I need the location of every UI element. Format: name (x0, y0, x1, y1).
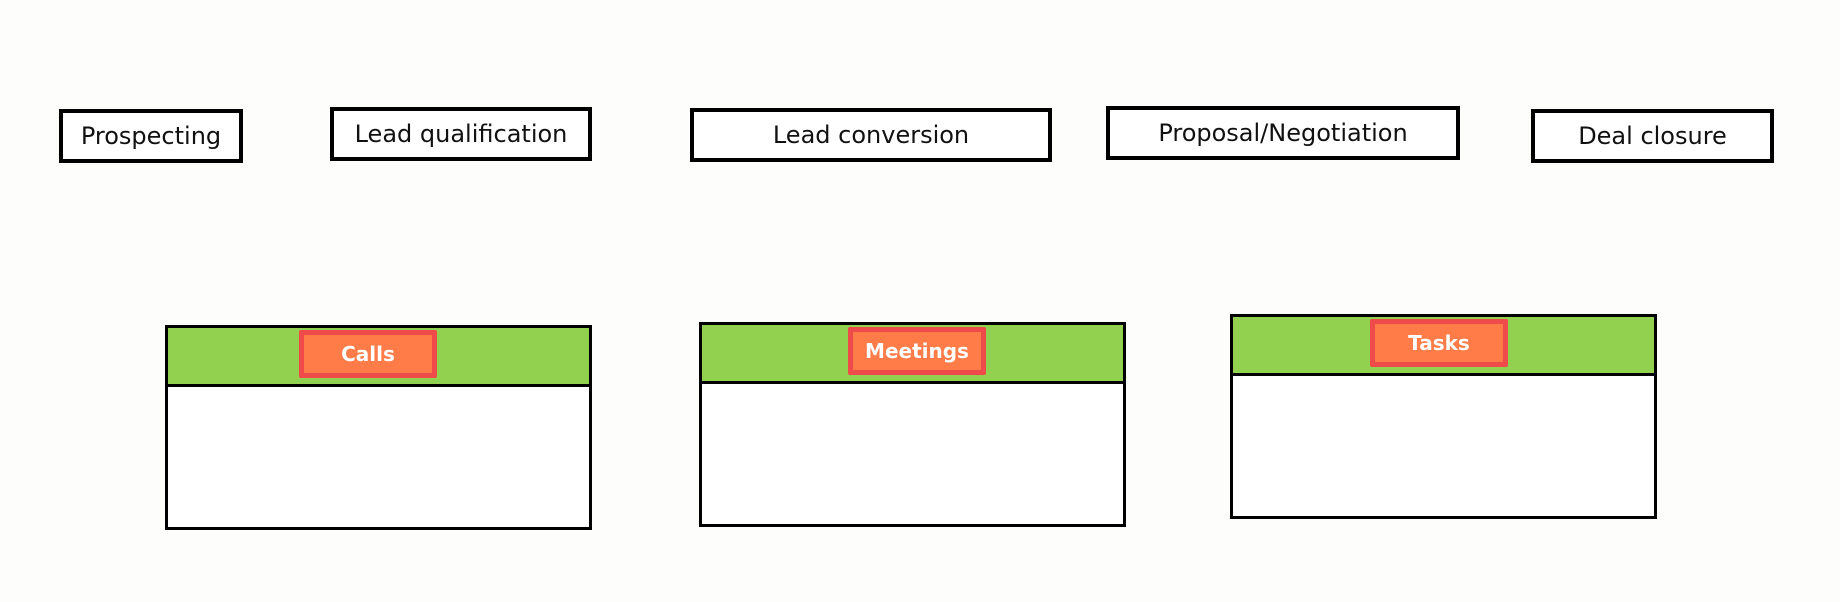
card-calls: Calls (165, 325, 592, 530)
stage-label: Deal closure (1578, 122, 1727, 150)
tag-label: Calls (341, 342, 395, 366)
stage-proposal-negotiation: Proposal/Negotiation (1106, 106, 1460, 160)
stage-lead-conversion: Lead conversion (690, 108, 1052, 162)
card-meetings: Meetings (699, 322, 1126, 527)
stage-prospecting: Prospecting (59, 109, 243, 163)
stage-label: Lead qualification (354, 120, 568, 148)
tag-meetings: Meetings (848, 327, 986, 375)
stage-lead-qualification: Lead qualification (330, 107, 592, 161)
tag-label: Tasks (1408, 331, 1470, 355)
stage-label: Lead conversion (772, 121, 970, 149)
tag-label: Meetings (865, 339, 969, 363)
stage-deal-closure: Deal closure (1531, 109, 1774, 163)
tag-calls: Calls (299, 330, 437, 378)
tag-tasks: Tasks (1370, 319, 1508, 367)
card-tasks: Tasks (1230, 314, 1657, 519)
card-header: Calls (168, 328, 589, 387)
card-header: Meetings (702, 325, 1123, 384)
stage-label: Proposal/Negotiation (1158, 119, 1408, 147)
card-header: Tasks (1233, 317, 1654, 376)
stage-label: Prospecting (80, 122, 222, 150)
